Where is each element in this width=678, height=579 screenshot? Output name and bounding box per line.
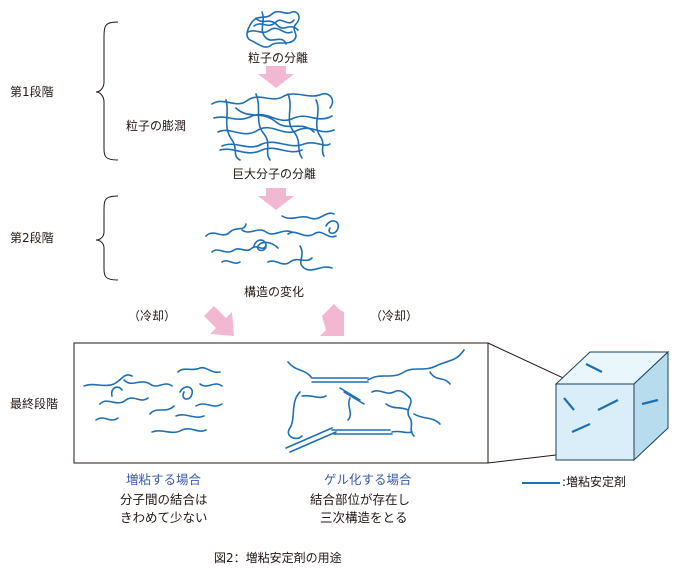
zoom-line-bottom [487, 454, 557, 464]
thickening-strands [83, 366, 223, 434]
legend-label: :増粘安定剤 [562, 475, 627, 489]
structure-change-label: 構造の変化 [244, 285, 305, 299]
swelling-tangle [211, 92, 335, 161]
particle-separation-label: 粒子の分離 [248, 51, 309, 65]
cooling-left-label: （冷却） [128, 309, 177, 323]
cube-front-face [555, 383, 635, 461]
zoom-line-top [487, 342, 575, 384]
particle-swelling-label: 粒子の膨潤 [126, 119, 187, 133]
separated-strands [205, 212, 340, 271]
arrow-down-2 [258, 188, 294, 210]
final-stage-label: 最終段階 [10, 397, 59, 411]
arrow-cooling-right [320, 304, 344, 336]
stage2-label: 第2段階 [10, 231, 54, 245]
macromolecule-separation-label: 巨大分子の分離 [232, 167, 317, 181]
gel-network [285, 349, 465, 453]
final-stage-box [73, 342, 489, 464]
arrow-down-1 [258, 66, 294, 88]
thickening-case-title: 増粘する場合 [126, 472, 202, 487]
stage2-bracket [95, 195, 119, 281]
thickening-case-line2: きわめて少ない [120, 510, 208, 525]
thickening-case-line1: 分子間の結合は [120, 492, 208, 507]
cube-illustration [554, 350, 670, 462]
stage1-bracket [95, 21, 119, 161]
arrow-cooling-left [204, 306, 234, 336]
stage1-label: 第1段階 [10, 85, 54, 99]
cooling-right-label: （冷却） [370, 309, 419, 323]
particle-tangle [246, 10, 300, 48]
gelling-case-title: ゲル化する場合 [324, 472, 412, 487]
figure-caption: 図2：増粘安定剤の用途 [214, 551, 342, 565]
gelling-case-line1: 結合部位が存在し [310, 492, 411, 507]
gelling-case-line2: 三次構造をとる [320, 510, 408, 525]
